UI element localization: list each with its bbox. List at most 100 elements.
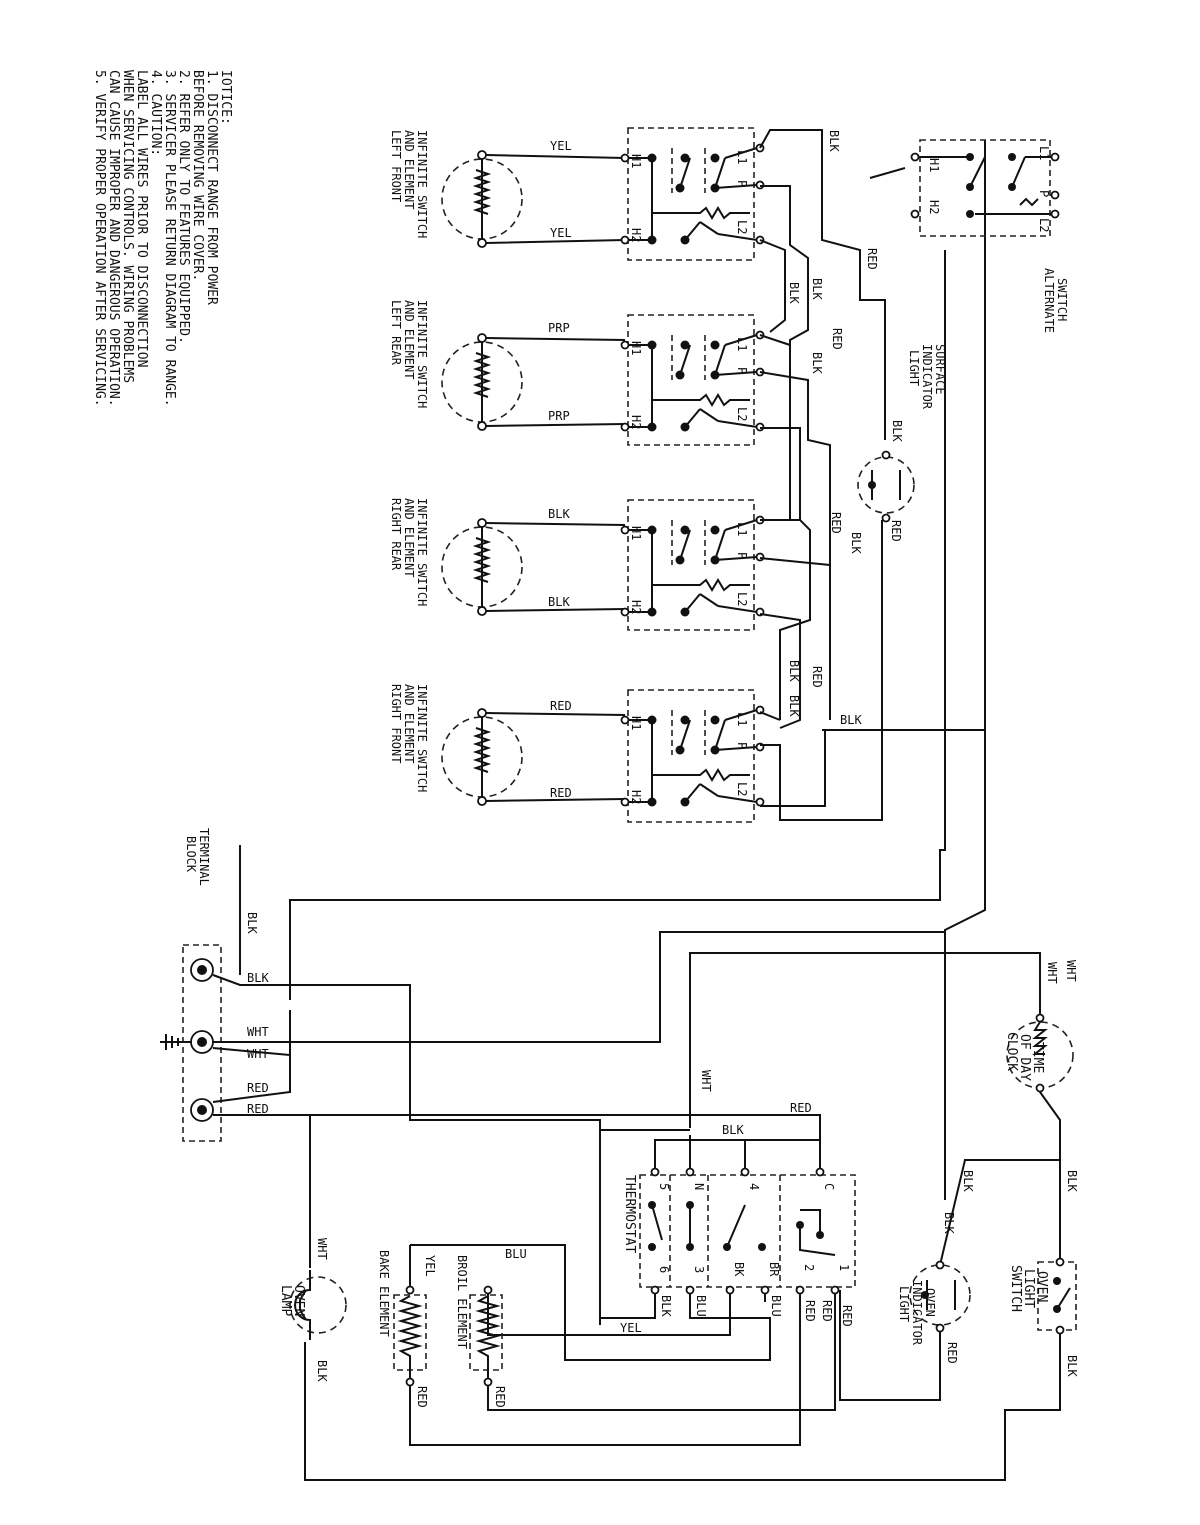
switch-mechanical-link	[671, 520, 706, 565]
switch-wiring	[629, 709, 758, 802]
switch-terminal	[620, 340, 630, 350]
bake-element: YEL RED BAKE ELEMENT	[377, 1245, 437, 1408]
svg-text:RED: RED	[865, 248, 879, 270]
notice-block: IOTICE: 1. DISCONNECT RANGE FROM POWER B…	[92, 70, 233, 407]
svg-text:AND ELEMENT: AND ELEMENT	[402, 300, 416, 379]
wire-label: RED	[550, 699, 572, 713]
notice-line: LABEL ALL WIRES PRIOR TO DISCONNECTION	[134, 70, 149, 367]
switch-wiring	[629, 519, 758, 612]
notice-line: 4. CAUTION:	[148, 70, 163, 156]
switch-terminal	[620, 153, 630, 163]
svg-text:INFINITE SWITCH: INFINITE SWITCH	[415, 498, 429, 606]
svg-text:BLU: BLU	[505, 1247, 527, 1261]
notice-line: CAN CAUSE IMPROPER AND DANGEROUS OPERATI…	[106, 70, 121, 407]
svg-text:LAMP: LAMP	[278, 1285, 293, 1316]
wire-label: YEL	[550, 139, 572, 153]
svg-text:LIGHT: LIGHT	[907, 350, 921, 386]
surface-unit-right-front: INFINITE SWITCH AND ELEMENT RIGHT FRONT …	[389, 684, 755, 823]
svg-text:WHT: WHT	[1064, 960, 1078, 982]
switch-contact	[680, 525, 690, 535]
switch-terminal	[755, 552, 765, 562]
switch-wiring	[629, 334, 758, 427]
svg-text:AND ELEMENT: AND ELEMENT	[402, 498, 416, 577]
broil-element: RED BROIL ELEMENT	[455, 1255, 507, 1408]
svg-text:6: 6	[657, 1266, 671, 1273]
p-label: P	[735, 552, 749, 559]
p-label: P	[735, 742, 749, 749]
svg-text:N: N	[692, 1183, 706, 1190]
switch-resistor	[652, 768, 750, 782]
notice-title: IOTICE:	[218, 70, 233, 125]
h2-label: H2	[629, 228, 643, 242]
h2-label: H2	[629, 415, 643, 429]
svg-text:OVEN: OVEN	[291, 1285, 306, 1316]
svg-text:AND ELEMENT: AND ELEMENT	[402, 684, 416, 763]
surface-unit-right-rear: INFINITE SWITCH AND ELEMENT RIGHT REAR B…	[389, 498, 755, 631]
h1-label: H1	[629, 716, 643, 730]
broil-element-label: BROIL ELEMENT	[455, 1255, 469, 1349]
switch-terminal	[620, 235, 630, 245]
p-label: P	[735, 367, 749, 374]
svg-text:WHT: WHT	[315, 1238, 329, 1260]
svg-text:L1: L1	[1037, 146, 1051, 160]
svg-text:OF DAY: OF DAY	[1017, 1034, 1032, 1081]
svg-text:C: C	[822, 1183, 836, 1190]
svg-text:BLK: BLK	[840, 713, 862, 727]
switch-contact	[710, 340, 720, 350]
svg-text:BR: BR	[767, 1262, 781, 1277]
h1-label: H1	[629, 341, 643, 355]
svg-text:BLK: BLK	[890, 420, 904, 442]
l2-label: L2	[735, 782, 749, 796]
svg-text:OVEN: OVEN	[923, 1288, 937, 1317]
switch-contact	[710, 525, 720, 535]
svg-text:CLOCK: CLOCK	[1004, 1032, 1019, 1071]
thermostat: THERMOSTAT 5 N 4 C 6 3 BK BR 2 1 WHT BLK…	[409, 1070, 856, 1446]
svg-text:BLK: BLK	[827, 130, 841, 152]
notice-line: BEFORE REMOVING WIRE COVER.	[190, 70, 205, 281]
alternate-switch: H1 H2 L1 P L2 ALTERNATE SWITCH	[869, 139, 1069, 333]
svg-text:BLK: BLK	[1065, 1170, 1079, 1192]
svg-text:INFINITE SWITCH: INFINITE SWITCH	[415, 300, 429, 408]
switch-wiring	[629, 783, 758, 803]
bake-element-label: BAKE ELEMENT	[377, 1250, 391, 1337]
switch-contact	[680, 153, 690, 163]
switch-terminal	[620, 797, 630, 807]
svg-text:WHT: WHT	[1045, 962, 1059, 984]
surface-unit-left-front: INFINITE SWITCH AND ELEMENT LEFT FRONT Y…	[389, 127, 755, 261]
switch-contact	[710, 153, 720, 163]
svg-text:RED: RED	[889, 520, 903, 542]
svg-text:RED: RED	[493, 1386, 507, 1408]
svg-text:H2: H2	[927, 200, 941, 214]
switch-terminal	[755, 797, 765, 807]
svg-text:1: 1	[837, 1264, 851, 1271]
switch-terminal	[620, 422, 630, 432]
switch-wiring	[629, 593, 758, 613]
svg-text:YEL: YEL	[620, 1321, 642, 1335]
wire-label: BLK	[548, 507, 570, 521]
svg-text:BLK: BLK	[247, 971, 269, 985]
h2-label: H2	[629, 600, 643, 614]
svg-text:RED: RED	[840, 1305, 854, 1327]
alternate-switch-label: SWITCH	[1055, 278, 1069, 321]
wire-label: YEL	[550, 226, 572, 240]
svg-text:BLK: BLK	[810, 352, 824, 374]
switch-terminal	[620, 525, 630, 535]
svg-text:H1: H1	[927, 158, 941, 172]
wire-label: PRP	[548, 321, 570, 335]
element-label: INFINITE SWITCH AND ELEMENT RIGHT FRONT	[389, 684, 429, 792]
svg-text:LIGHT: LIGHT	[1021, 1269, 1036, 1308]
svg-text:RED: RED	[820, 1300, 834, 1322]
element-label: INFINITE SWITCH AND ELEMENT LEFT FRONT	[389, 130, 429, 238]
p-label: P	[735, 180, 749, 187]
switch-resistor	[652, 578, 750, 592]
svg-text:BLK: BLK	[315, 1360, 329, 1382]
svg-text:SWITCH: SWITCH	[1008, 1265, 1023, 1312]
svg-text:BLU: BLU	[769, 1295, 783, 1317]
oven-light-switch: BLK OVEN LIGHT SWITCH	[304, 1257, 1079, 1481]
oven-indicator-light: RED OVEN INDICATOR LIGHT	[839, 1260, 971, 1401]
svg-text:RED: RED	[829, 512, 843, 534]
svg-text:BLK: BLK	[659, 1295, 673, 1317]
svg-text:LIGHT: LIGHT	[897, 1286, 911, 1322]
